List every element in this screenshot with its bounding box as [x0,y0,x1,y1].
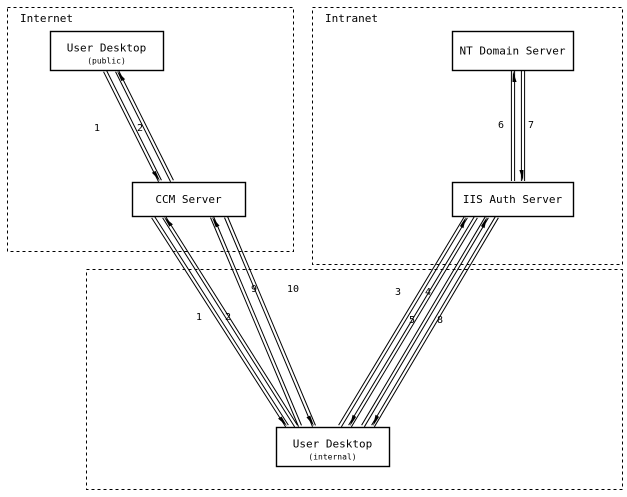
flow-shaft [361,215,487,426]
flow-7 [519,71,526,181]
node-user-desktop-public[interactable]: User Desktop (public) [49,30,165,72]
flow-step-labels: 1 2 6 7 9 10 1 2 3 4 5 8 [94,120,534,326]
flow-4 [348,215,478,428]
flow-2-public [115,70,174,182]
flow-8 [371,215,499,428]
flow-2-internal [162,215,298,428]
flow-arrows [103,70,526,428]
flow-shaft [115,71,172,182]
node-subtitle-user-desktop-public: (public) [87,57,126,66]
arrow-head [164,217,173,227]
step-label-4: 4 [425,287,431,298]
flow-shaft [350,217,478,428]
node-title-ccm-server: CCM Server [155,193,222,206]
flow-shaft [164,215,298,426]
node-title-user-desktop-internal: User Desktop [293,438,372,451]
zone-internet: Internet [7,7,294,252]
arrow-head [459,217,466,229]
flow-shaft [105,70,162,181]
step-label-2: 2 [137,123,143,134]
flow-5 [361,215,489,428]
flow-shaft [338,215,466,426]
node-subtitle-user-desktop-internal: (internal) [308,453,356,462]
flow-6 [510,71,517,181]
node-box-nt-domain-server[interactable] [451,30,575,72]
step-label-10: 10 [287,284,299,295]
node-title-user-desktop-public: User Desktop [67,42,146,55]
arrow-head [278,416,287,426]
step-label-9: 9 [251,284,257,295]
arrow-head [519,170,524,181]
node-nt-domain-server[interactable]: NT Domain Server [451,30,575,72]
arrow-head [117,71,126,82]
flow-3 [338,215,468,428]
flow-1-internal [151,215,289,428]
node-title-iis-auth-server: IIS Auth Server [463,193,563,206]
step-label-1: 1 [196,312,202,323]
flow-9 [210,216,302,427]
flow-shaft [103,71,160,182]
flow-shaft [373,217,499,428]
zone-label-internet: Internet [20,12,73,25]
node-box-user-desktop-public[interactable] [49,30,165,72]
step-label-5: 5 [409,315,415,326]
flow-shaft [363,217,489,428]
step-label-6: 6 [498,120,504,131]
flow-shaft [153,215,289,426]
flow-10 [224,216,316,427]
flow-shaft [340,217,468,428]
node-box-iis-auth-server[interactable] [451,181,575,218]
node-user-desktop-internal[interactable]: User Desktop (internal) [275,426,391,468]
arrow-head [480,217,487,229]
step-label-7: 7 [528,120,534,131]
arrow-head [350,414,357,426]
flow-shaft [151,217,287,428]
arrow-head [212,217,220,228]
flow-shaft [162,217,296,428]
zone-label-intranet: Intranet [325,12,378,25]
flow-shaft [117,70,174,181]
node-box-user-desktop-internal[interactable] [275,426,391,468]
arrow-head [512,71,517,82]
flow-1-public [103,70,162,182]
flow-shaft [210,217,299,427]
flow-shaft [348,215,476,426]
zone-border-internet [7,7,294,252]
step-label-3: 3 [395,287,401,298]
arrow-head [373,414,380,426]
node-box-ccm-server[interactable] [131,181,247,218]
arrow-head [151,170,160,181]
diagram-nodes: User Desktop (public) CCM Server NT Domain … [49,30,575,468]
flow-shaft [224,217,313,427]
zone-boundaries: Internet Intranet [7,7,623,490]
node-ccm-server[interactable]: CCM Server [131,181,247,218]
node-iis-auth-server[interactable]: IIS Auth Server [451,181,575,218]
flow-shaft [227,216,316,426]
step-label-1: 1 [94,123,100,134]
flow-shaft [213,216,302,426]
step-label-2: 2 [225,312,231,323]
flow-shaft [371,215,497,426]
node-title-nt-domain-server: NT Domain Server [460,45,566,58]
arrow-head [306,415,314,426]
step-label-8: 8 [437,315,443,326]
